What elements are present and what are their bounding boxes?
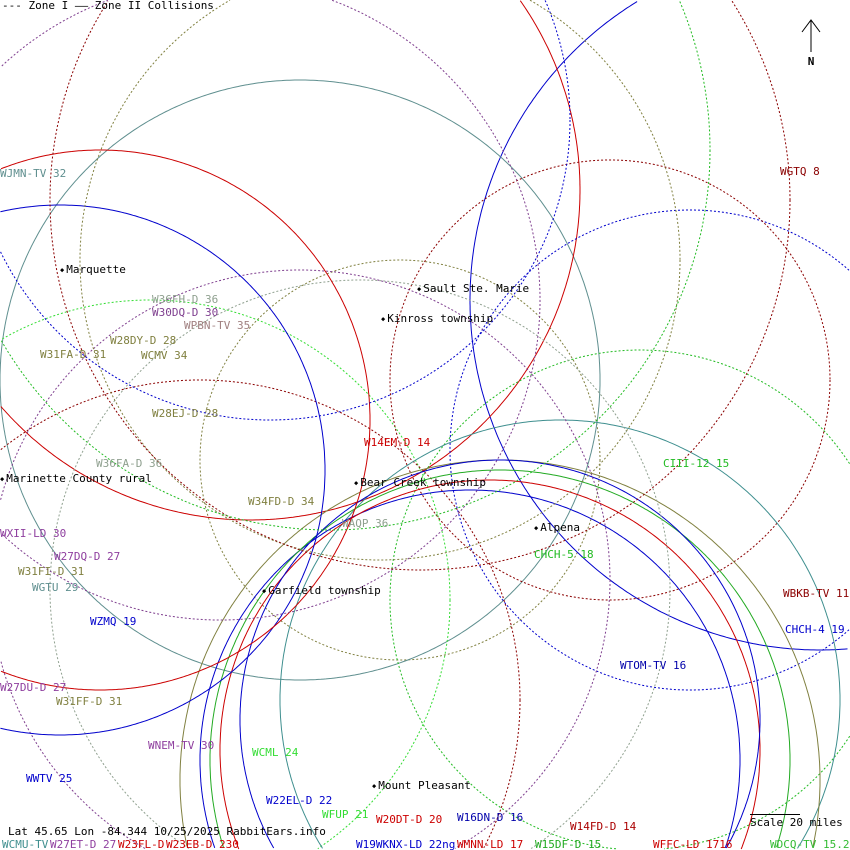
station-label[interactable]: WFFC-LD 1716 (653, 838, 733, 850)
station-label[interactable]: W34FD-D 34 (248, 495, 315, 508)
contour-arc (469, 1, 848, 651)
scale-bar: Scale 20 miles (750, 814, 843, 829)
station-label[interactable]: W28DY-D 28 (110, 334, 177, 347)
contour-arc (317, 600, 451, 850)
contour-arc (389, 349, 850, 850)
station-label[interactable]: WCMV 34 (141, 349, 188, 362)
station-label[interactable]: WDCQ-TV 15.2 (770, 838, 850, 850)
station-label[interactable]: W22EL-D 22 (266, 794, 333, 807)
station-label[interactable]: WCML 24 (252, 746, 299, 759)
contour-arc (0, 379, 521, 700)
station-label[interactable]: WZMQ 19 (90, 615, 137, 628)
station-label[interactable]: CHCH-4 19 (785, 623, 845, 636)
station-label[interactable]: W27ET-D 27 (50, 838, 117, 850)
station-label[interactable]: WXII-LD 30 (0, 527, 67, 540)
city-marquette[interactable]: Marquette (60, 264, 126, 276)
contour-arc (0, 79, 601, 681)
footer-info: Lat 45.65 Lon -84.344 10/25/2025 RabbitE… (8, 825, 326, 838)
contour-arc (731, 0, 791, 200)
station-label[interactable]: W23EB-D 230 (166, 838, 239, 850)
contour-arc (0, 269, 611, 580)
city-sault-ste-marie[interactable]: Sault Ste. Marie (417, 283, 529, 295)
contour-arc (79, 0, 681, 561)
station-label[interactable]: W36FA-D 36 (96, 457, 163, 470)
station-label[interactable]: W31FA-D 31 (40, 348, 107, 361)
contour-arc (1, 0, 109, 67)
station-label[interactable]: WNEM-TV 30 (148, 739, 215, 752)
station-label[interactable]: WWTV 25 (26, 772, 73, 785)
station-label[interactable]: W31FF-D 31 (56, 695, 123, 708)
station-label[interactable]: W14FD-D 14 (570, 820, 637, 833)
city-kinross[interactable]: Kinross township (381, 313, 493, 325)
north-label: N (807, 55, 815, 68)
station-label[interactable]: WFUP 21 (322, 808, 369, 821)
station-label[interactable]: W15DF-D 15 (535, 838, 602, 850)
legend-zone1: --- Zone I (2, 0, 69, 12)
contour-arc (199, 489, 741, 849)
contour-arc (2, 299, 451, 600)
station-label[interactable]: W20DT-D 20 (376, 813, 443, 826)
north-arrow-head-icon (801, 19, 821, 33)
contour-arc (544, 0, 571, 120)
contour-arc (797, 700, 841, 849)
city-marinette[interactable]: Marinette County rural (0, 473, 152, 485)
station-label[interactable]: W14EM-D 14 (364, 436, 431, 449)
contour-arc (389, 159, 831, 601)
station-label[interactable]: W28EJ-D 28 (152, 407, 219, 420)
contour-arc (49, 279, 671, 849)
contour-arc (679, 1, 711, 150)
contour-arc (239, 459, 761, 849)
contour-arc (663, 735, 850, 850)
contour-arc (331, 0, 541, 300)
contour-arc (0, 204, 326, 470)
station-label[interactable]: CIII-12 15 (663, 457, 730, 470)
contour-arc (0, 470, 326, 736)
city-mount-pleasant[interactable]: Mount Pleasant (372, 780, 471, 792)
contour-arc (812, 780, 821, 847)
city-bear-creek[interactable]: Bear Creek township (354, 477, 486, 489)
station-label[interactable]: W27DU-D 27 (0, 681, 67, 694)
contour-arc (179, 459, 821, 847)
contour-arc (530, 590, 671, 849)
station-label[interactable]: W30DQ-D 30 (152, 306, 219, 319)
station-label[interactable]: W27DQ-D 27 (54, 550, 121, 563)
contour-arc (454, 580, 611, 849)
station-label[interactable]: WGTQ 8 (780, 165, 820, 178)
station-label[interactable]: W31FI-D 31 (18, 565, 85, 578)
station-label[interactable]: W16DN-D 16 (457, 811, 524, 824)
station-label[interactable]: WBKB-TV 11 (783, 587, 850, 600)
contour-arc (0, 660, 146, 849)
station-label[interactable]: WGTU 29 (32, 581, 79, 594)
contour-arc (0, 120, 571, 421)
city-garfield[interactable]: Garfield township (262, 585, 381, 597)
city-alpena[interactable]: Alpena (534, 522, 580, 534)
station-label[interactable]: WJMN-TV 32 (0, 167, 67, 180)
station-label[interactable]: W23FL-D (118, 838, 165, 850)
contour-arc (199, 259, 601, 661)
contour-arc (776, 760, 791, 848)
contour-arc (0, 149, 371, 420)
contour-arc (0, 150, 711, 531)
contour-arc (725, 720, 761, 849)
station-label[interactable]: WAQP 36 (342, 517, 389, 530)
contour-arc (529, 0, 681, 260)
contour-arc (483, 700, 521, 849)
station-label[interactable]: WMNN-LD 17 (457, 838, 524, 850)
station-label[interactable]: WPBN-TV 35 (184, 319, 251, 332)
station-label[interactable]: CHCH-5 18 (534, 548, 594, 561)
legend: --- Zone I —— Zone II Collisions (2, 0, 214, 12)
contour-arc (724, 760, 741, 849)
contour-arc (49, 0, 791, 571)
contour-arc (279, 419, 841, 849)
legend-zone2: —— Zone II Collisions (74, 0, 214, 12)
contour-arc (0, 420, 371, 691)
contour-arc (740, 750, 761, 850)
station-label[interactable]: WCMU-TV (2, 838, 49, 850)
contour-arc (519, 0, 581, 190)
contour-arc (209, 469, 791, 848)
station-label[interactable]: W19WKNX-LD 22ng (356, 838, 456, 850)
station-label[interactable]: WTOM-TV 16 (620, 659, 687, 672)
station-label[interactable]: W36FH-D 36 (152, 293, 219, 306)
